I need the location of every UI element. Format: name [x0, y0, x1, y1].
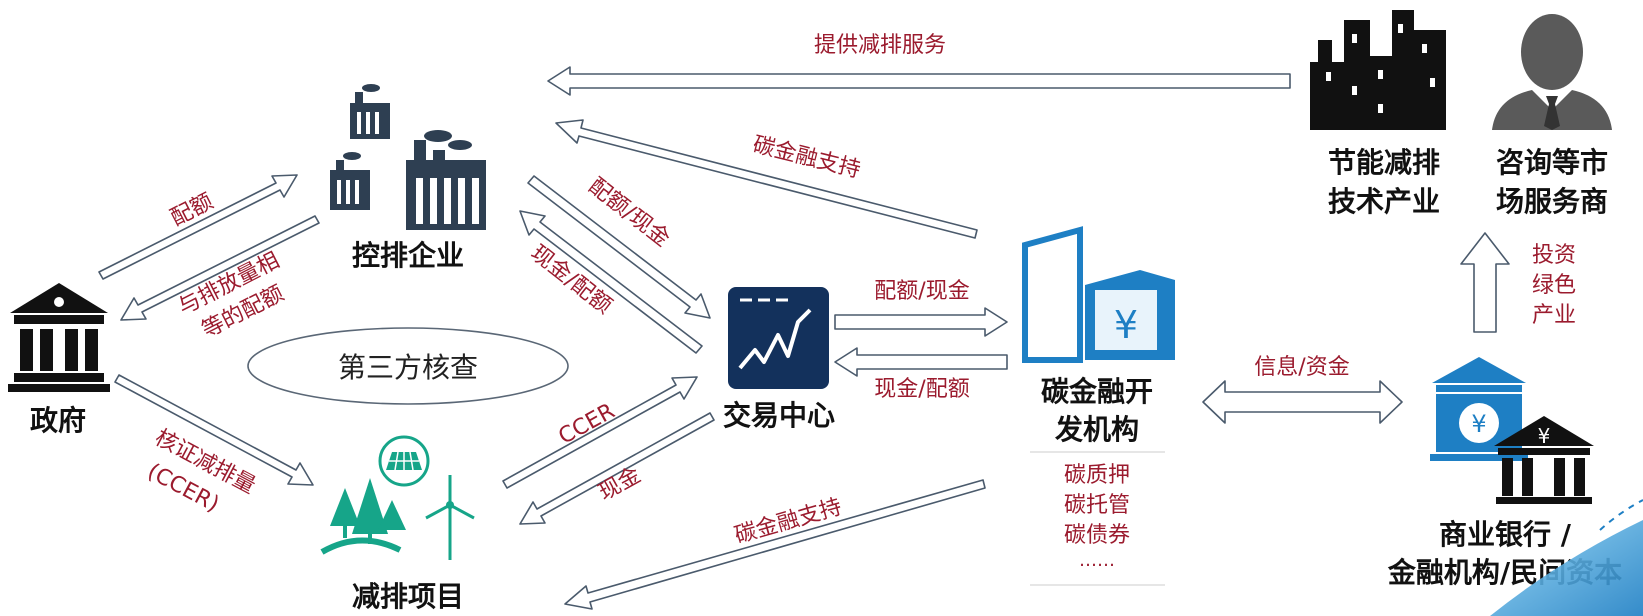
arrow-ccer-verify: [114, 374, 314, 486]
label-cash: 现金: [595, 463, 646, 506]
third-party-label: 第三方核查: [338, 351, 478, 384]
arrow-gov-quota: [98, 174, 298, 280]
consultants-label-line1: 咨询等市: [1496, 146, 1608, 179]
decorative-swoosh: [1490, 520, 1643, 616]
product-item: 碳托管: [1064, 493, 1130, 518]
arrow-equal-quota: [120, 215, 320, 321]
government-label: 政府: [30, 404, 86, 437]
arrow-tc-to-ent: [519, 210, 703, 354]
label-reduction-service: 提供减排服务: [814, 33, 946, 58]
arrows: [98, 66, 1510, 610]
arrow-reduction-service: [547, 66, 1291, 96]
product-item: 碳质押: [1064, 463, 1130, 488]
arrow-support-bottom: [564, 479, 986, 610]
product-item: ……: [1079, 550, 1115, 571]
institution-label-line1: 碳金融开: [1041, 375, 1153, 408]
label-invest-line2: 绿色: [1532, 273, 1576, 298]
label-tc-to-inst: 配额/现金: [874, 279, 969, 304]
third-party-ellipse: [247, 327, 569, 405]
arrow-ccer: [502, 376, 698, 489]
yen-icon: ¥: [1538, 424, 1551, 448]
arrow-tc-to-inst: [834, 307, 1008, 337]
banks-label-line1: 商业银行 /: [1439, 518, 1572, 551]
bank-icon: ¥: [1430, 357, 1528, 461]
arrow-ent-to-tc: [527, 175, 711, 319]
svg-text:¥: ¥: [1471, 410, 1486, 438]
skyline-windows: [1326, 24, 1435, 113]
label-inst-to-tc: 现金/配额: [874, 377, 969, 402]
arrow-invest: [1460, 232, 1510, 333]
reduction-projects-label: 减排项目: [352, 580, 464, 613]
reduction-project-icon: [320, 435, 475, 560]
label-invest-line3: 产业: [1532, 303, 1576, 328]
product-item: 碳债券: [1064, 523, 1130, 548]
arrow-info-funds: [1202, 380, 1403, 424]
label-quota-cash-down: 配额/现金: [584, 174, 675, 252]
trading-center-icon: [728, 287, 829, 389]
trading-center-label: 交易中心: [723, 399, 835, 432]
consultants-label-line2: 场服务商: [1496, 185, 1608, 218]
tech-industry-label-line2: 技术产业: [1328, 185, 1440, 218]
arrow-inst-to-tc: [834, 347, 1008, 377]
institution-building-icon: ¥: [1022, 226, 1175, 363]
decorative-swoosh-line: [1599, 499, 1643, 531]
bank-icon-dark: [1494, 416, 1594, 504]
controlled-enterprises-label: 控排企业: [352, 239, 464, 272]
label-info-funds: 信息/资金: [1254, 355, 1349, 380]
tech-industry-label-line1: 节能减排: [1328, 146, 1440, 179]
arrow-cash: [519, 412, 715, 525]
label-invest-line1: 投资: [1532, 243, 1576, 268]
institution-label-line2: 发机构: [1054, 413, 1139, 446]
svg-text:¥: ¥: [1114, 303, 1138, 347]
tie-icon: [1544, 96, 1560, 130]
arrow-support-top: [555, 119, 978, 239]
factory-windows: [337, 112, 479, 224]
